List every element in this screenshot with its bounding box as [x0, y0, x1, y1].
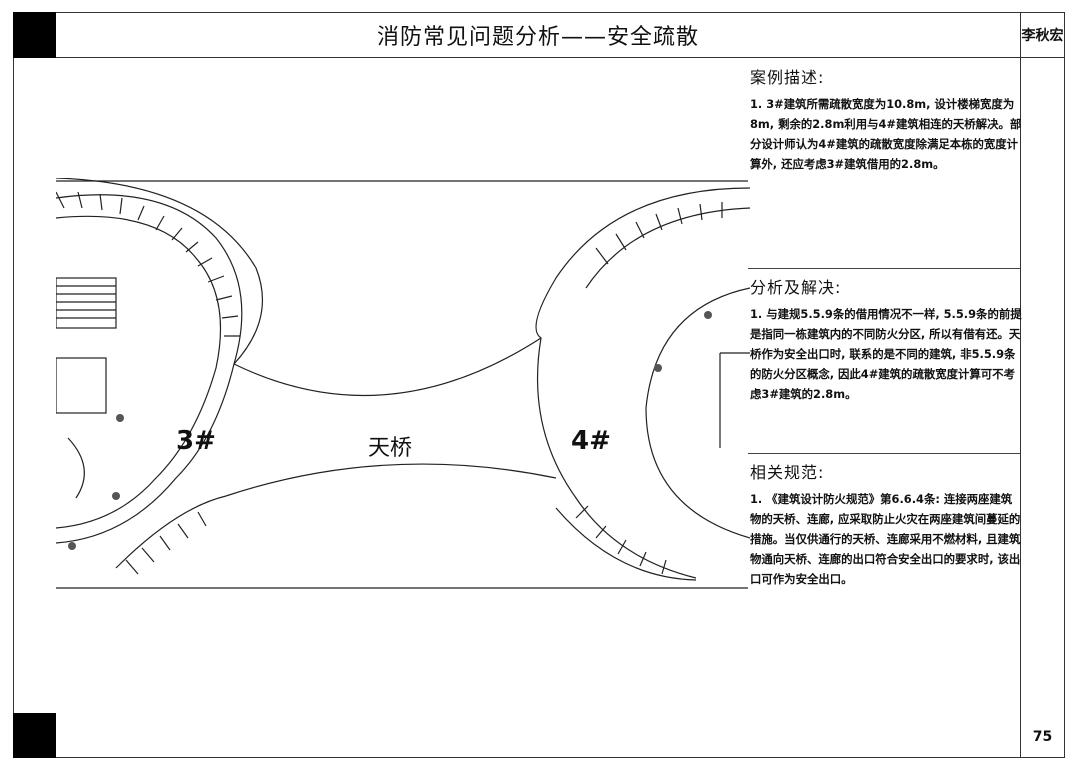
floor-plan-svg: [55, 177, 751, 589]
building-3-stair: [55, 277, 117, 329]
case-description-text: 1. 3#建筑所需疏散宽度为10.8m, 设计楼梯宽度为8m, 剩余的2.8m利…: [750, 97, 1022, 171]
marker-dot: [704, 311, 712, 319]
analysis-heading: 分析及解决:: [750, 278, 842, 297]
bottom-left-black-block: [13, 713, 56, 758]
case-description-section: 案例描述: 1. 3#建筑所需疏散宽度为10.8m, 设计楼梯宽度为8m, 剩余…: [750, 64, 1022, 174]
bridge-label: 天桥: [368, 436, 413, 461]
building-3-door-arc: [67, 437, 85, 499]
top-left-black-block: [13, 12, 56, 58]
title-bar: [13, 12, 1065, 58]
marker-dot: [116, 414, 124, 422]
bridge-lower-hatching: [115, 495, 227, 575]
floor-plan-drawing: 3# 天桥 4#: [55, 177, 751, 591]
bridge-lower-edge: [225, 463, 557, 497]
related-code-text: 1. 《建筑设计防火规范》第6.6.4条: 连接两座建筑物的天桥、连廊, 应采取…: [750, 492, 1021, 586]
building-3-ring-hatching: [55, 191, 240, 337]
building-3-stair-treads: [56, 285, 116, 319]
marker-dot: [654, 364, 662, 372]
author-column: [1020, 12, 1065, 758]
page-title: 消防常见问题分析——安全疏散: [376, 25, 699, 50]
author-name: 李秋宏: [1021, 28, 1064, 44]
building-3-ring-outer: [55, 177, 263, 365]
building-4-outer-wall: [535, 187, 751, 579]
building-4-ring-hatching: [585, 202, 751, 289]
analysis-section: 分析及解决: 1. 与建规5.5.9条的借用情况不一样, 5.5.9条的前提是指…: [750, 274, 1022, 404]
building-3-label: 3#: [176, 426, 216, 456]
marker-dot: [68, 542, 76, 550]
related-code-section: 相关规范: 1. 《建筑设计防火规范》第6.6.4条: 连接两座建筑物的天桥、连…: [750, 459, 1022, 589]
building-3-outer-wall: [55, 194, 243, 544]
building-4-inner-wall: [645, 287, 751, 539]
case-description-heading: 案例描述:: [750, 68, 825, 87]
building-4-partition: [719, 352, 750, 448]
building-4-label: 4#: [571, 426, 611, 456]
building-3-room: [55, 357, 107, 414]
page-frame: [13, 12, 1065, 758]
page-number: 75: [1032, 729, 1053, 745]
marker-dot: [112, 492, 120, 500]
analysis-text: 1. 与建规5.5.9条的借用情况不一样, 5.5.9条的前提是指同一栋建筑内的…: [750, 307, 1022, 401]
section-divider: [748, 453, 1020, 454]
related-code-heading: 相关规范:: [750, 463, 825, 482]
building-3-inner-wall: [55, 215, 222, 529]
building-4-lower-hatching: [555, 505, 697, 581]
bridge-upper-edge: [233, 337, 542, 397]
section-divider: [748, 268, 1020, 269]
